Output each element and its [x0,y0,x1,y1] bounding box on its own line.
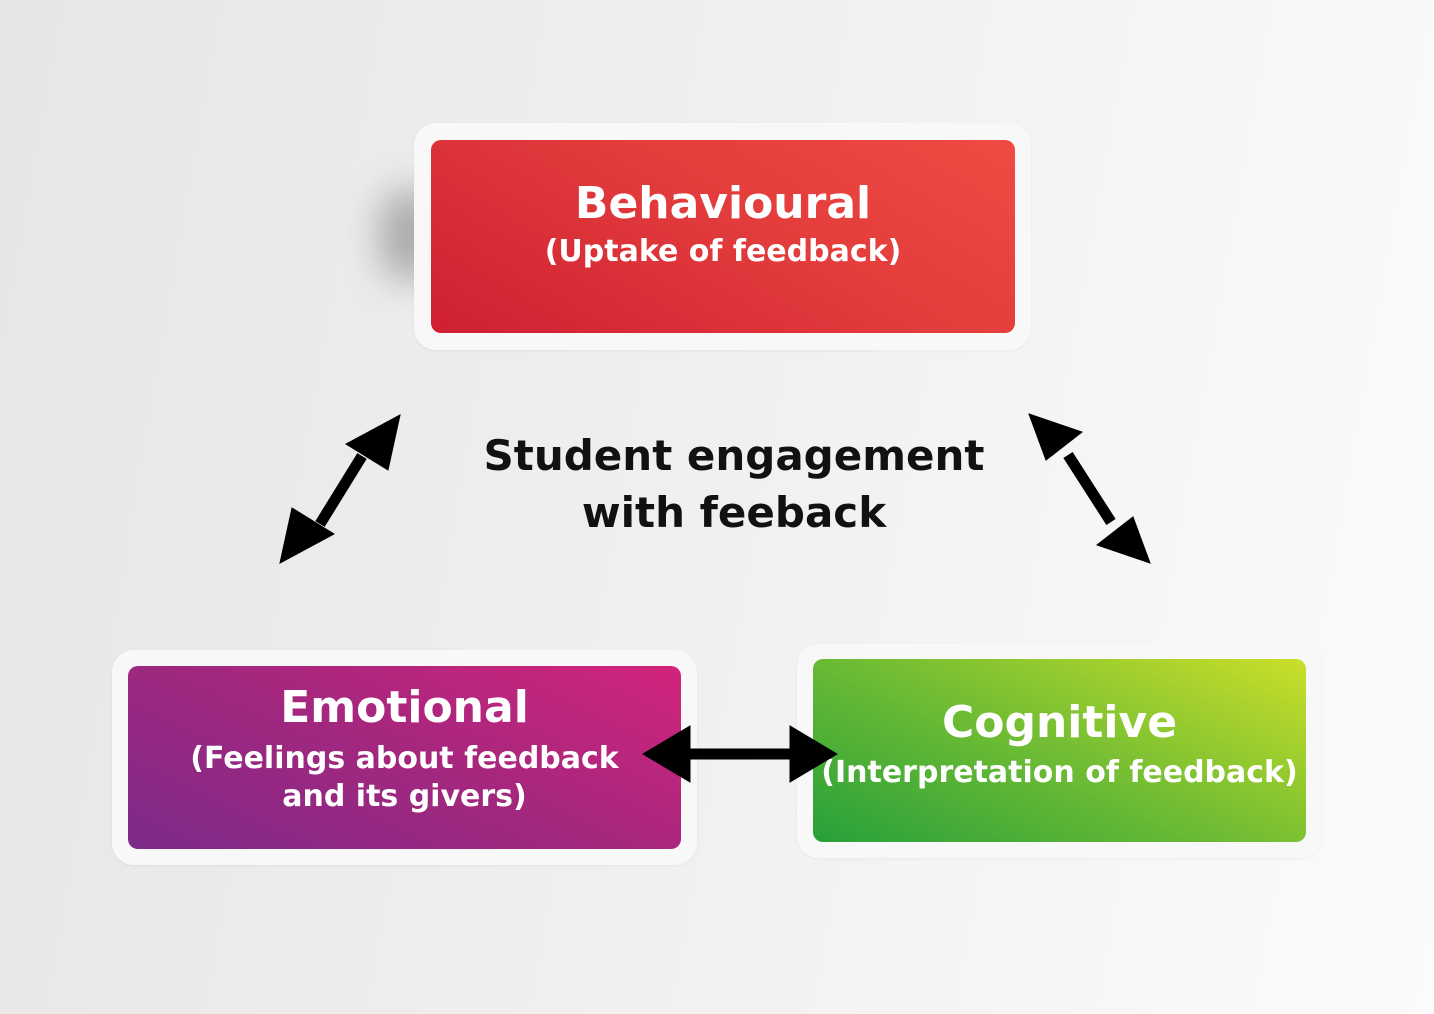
cognitive-title: Cognitive [941,697,1178,748]
behavioural-subtitle: (Uptake of feedback) [544,234,902,270]
emotional-title: Emotional [280,682,529,733]
center-label-line1: Student engagement [483,431,985,480]
emotional-node: Emotional (Feelings about feedback and i… [128,666,681,849]
behavioural-title: Behavioural [574,178,872,229]
emotional-subtitle-line1: (Feelings about feedback [190,741,619,777]
cognitive-subtitle: (Interpretation of feedback) [821,755,1298,791]
arrow-behavioural-emotional [279,414,401,564]
arrow-emotional-cognitive [642,725,838,783]
cognitive-node: Cognitive (Interpretation of feedback) [813,659,1306,842]
center-label-line2: with feeback [581,487,887,537]
center-label: Student engagement with feeback [434,428,1034,541]
arrow-behavioural-cognitive [1028,413,1151,564]
behavioural-node: Behavioural (Uptake of feedback) [431,140,1015,333]
emotional-subtitle-line2: and its givers) [282,778,527,814]
